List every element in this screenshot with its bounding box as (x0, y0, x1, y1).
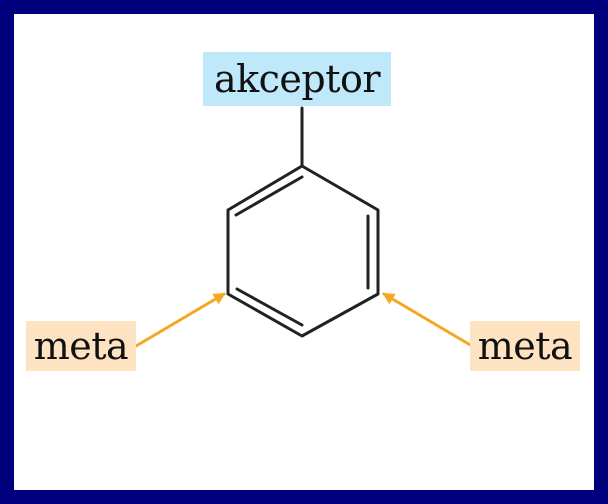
meta-left-arrow-icon (134, 292, 226, 348)
meta-right-label: meta (470, 321, 580, 371)
meta-right-arrow-icon (382, 292, 474, 348)
meta-left-label: meta (26, 321, 136, 371)
acceptor-label: akceptor (203, 52, 391, 106)
benzene-ring-icon (226, 164, 380, 338)
